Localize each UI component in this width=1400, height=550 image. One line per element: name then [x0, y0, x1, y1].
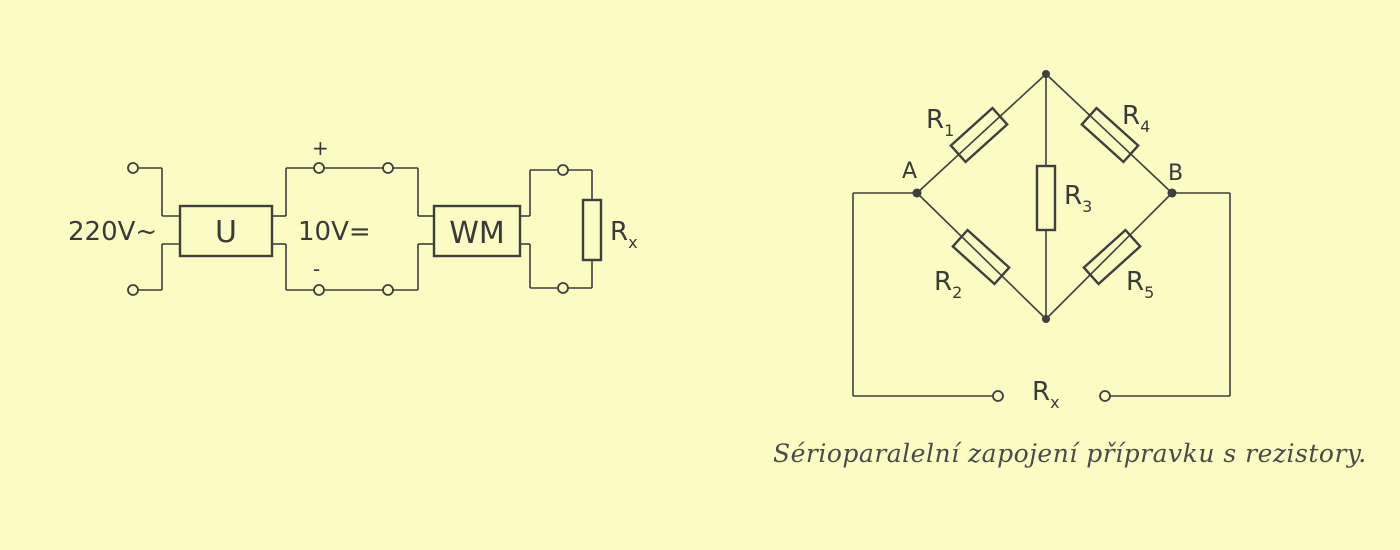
converter-label: U — [215, 215, 237, 250]
input-voltage-label: 220V~ — [68, 217, 157, 247]
r5-label: R5 — [1126, 267, 1154, 302]
figure-caption: Sérioparalelní zapojení přípravku s rezi… — [773, 439, 1367, 468]
meter-box — [432, 204, 522, 258]
dc-terminal-bottom-right — [382, 284, 394, 296]
dc-terminal-plus — [313, 162, 325, 174]
rx-terminal-right — [1099, 390, 1111, 402]
output-voltage-label: 10V= — [298, 217, 371, 247]
r4-label: R4 — [1122, 101, 1150, 136]
load-label: Rx — [610, 217, 638, 252]
resistor-bridge: A B R1 R4 R3 R2 R5 Rx — [852, 70, 1231, 412]
r3-label: R3 — [1064, 181, 1092, 216]
load-resistor — [581, 198, 603, 262]
node-top — [1042, 70, 1050, 78]
resistor-r3 — [1035, 164, 1057, 232]
load-terminal-bottom — [557, 282, 569, 294]
resistor-r5 — [1082, 228, 1142, 286]
rx-terminal-left — [992, 390, 1004, 402]
converter-box — [178, 204, 274, 258]
input-terminal-bottom — [127, 284, 139, 296]
resistor-r2 — [951, 228, 1011, 286]
r1-label: R1 — [926, 105, 954, 140]
dc-terminal-top-right — [382, 162, 394, 174]
rx-label: Rx — [1032, 377, 1060, 412]
bridge-wiring — [852, 73, 1231, 397]
resistor-r1 — [949, 106, 1009, 164]
plus-sign: + — [312, 136, 329, 160]
minus-sign: - — [313, 257, 320, 281]
node-a-label: A — [902, 159, 917, 184]
dc-terminal-minus — [313, 284, 325, 296]
input-wiring — [127, 162, 180, 296]
supply-measurement-circuit: 220V~ U + - 10V= WM — [68, 136, 638, 296]
node-a — [912, 188, 922, 198]
input-terminal-top — [127, 162, 139, 174]
dc-output-wiring — [272, 162, 434, 296]
load-wiring — [520, 164, 593, 294]
resistor-r4 — [1080, 106, 1140, 164]
meter-label: WM — [449, 216, 505, 251]
load-terminal-top — [557, 164, 569, 176]
node-b-label: B — [1168, 161, 1183, 186]
node-b — [1167, 188, 1177, 198]
r2-label: R2 — [934, 267, 962, 302]
node-bottom — [1042, 315, 1050, 323]
